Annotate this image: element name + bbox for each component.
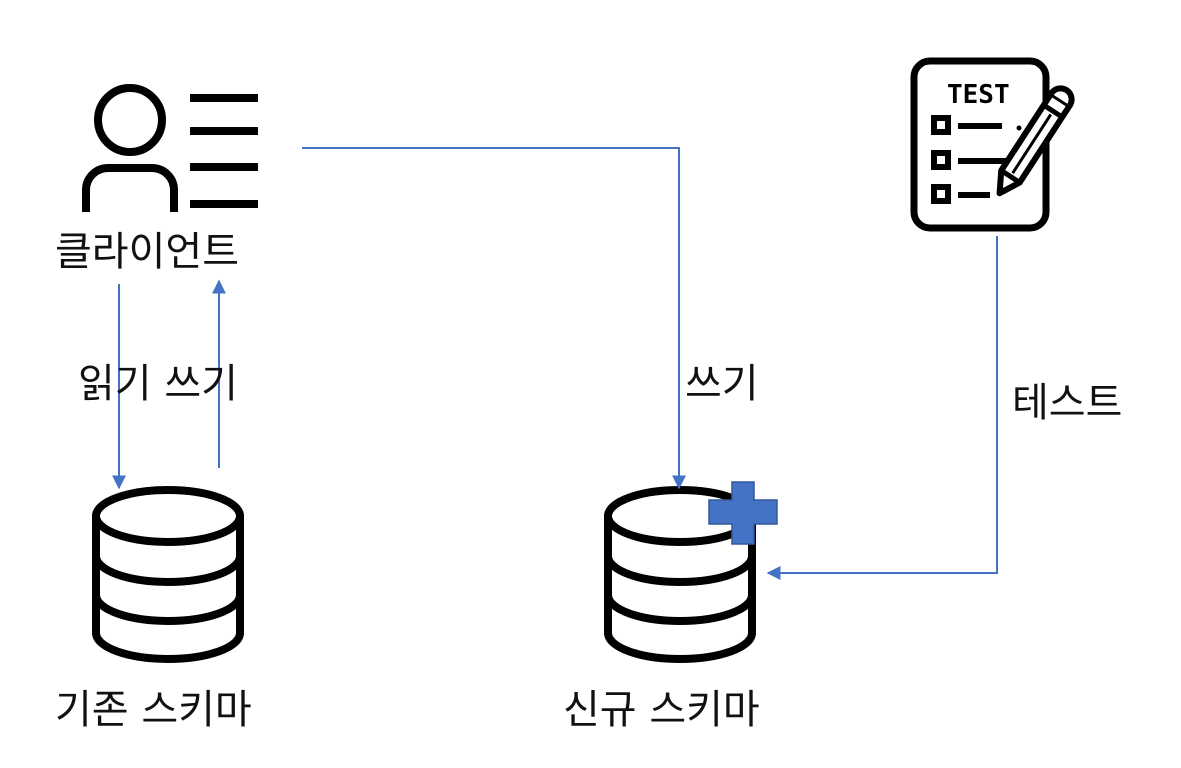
read-write-label: 읽기 쓰기 bbox=[78, 361, 238, 407]
old-schema-label: 기존 스키마 bbox=[55, 687, 252, 733]
client-label: 클라이언트 bbox=[55, 229, 239, 275]
test-label: 테스트 bbox=[1012, 380, 1123, 426]
new-schema-label: 신규 스키마 bbox=[563, 687, 760, 733]
arrow-test-to-new bbox=[766, 236, 998, 580]
client-icon bbox=[82, 84, 258, 212]
test-board-text: TEST bbox=[947, 80, 1010, 110]
test-checklist-icon: TEST bbox=[910, 57, 1075, 232]
write-label: 쓰기 bbox=[685, 361, 759, 407]
plus-icon bbox=[708, 481, 778, 545]
arrow-client-to-new bbox=[302, 147, 686, 490]
old-schema-db-icon bbox=[92, 486, 244, 663]
